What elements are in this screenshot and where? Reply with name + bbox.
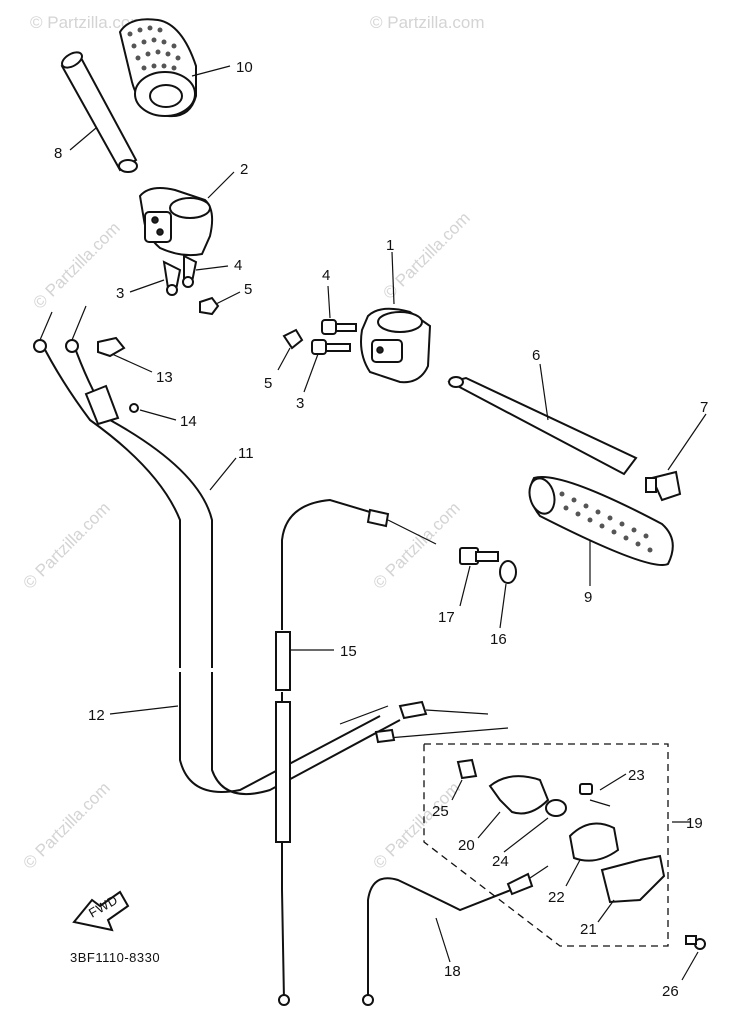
- locknut-part-16: [499, 560, 517, 584]
- callout-6: 6: [532, 347, 540, 364]
- callout-21: 21: [580, 921, 597, 938]
- callout-12: 12: [88, 707, 105, 724]
- callout-3: 3: [296, 395, 304, 412]
- callout-18: 18: [444, 963, 461, 980]
- callout-1: 1: [386, 237, 394, 254]
- callout-5: 5: [244, 281, 252, 298]
- bolt-part-26: [685, 935, 706, 950]
- callout-25: 25: [432, 803, 449, 820]
- callout-19: 19: [686, 815, 703, 832]
- switch-screws-3-4: [282, 319, 357, 355]
- watermark: © Partzilla.com: [30, 13, 145, 32]
- watermark: © Partzilla.com: [369, 778, 463, 872]
- callout-13: 13: [156, 369, 173, 386]
- watermark: © Partzilla.com: [19, 778, 113, 872]
- watermark: © Partzilla.com: [370, 13, 485, 32]
- callout-11: 11: [238, 445, 254, 462]
- callout-17: 17: [438, 609, 455, 626]
- callout-3: 3: [116, 285, 124, 302]
- watermark: © Partzilla.com: [19, 498, 113, 592]
- callout-5: 5: [264, 375, 272, 392]
- callout-4: 4: [234, 257, 242, 274]
- left-grip-part-9: [528, 476, 674, 566]
- bar-end-part-7: [645, 470, 682, 502]
- screw-part-14: [129, 403, 139, 413]
- callout-10: 10: [236, 59, 253, 76]
- callout-23: 23: [628, 767, 645, 784]
- housing-screws-3-4: [162, 254, 198, 296]
- throttle-grip-part-10: [118, 18, 197, 118]
- throttle-cables-part-11-12: [33, 305, 509, 795]
- leader-lines: [69, 65, 707, 981]
- callout-9: 9: [584, 589, 592, 606]
- cable-part-18: [362, 865, 549, 1006]
- watermark: © Partzilla.com: [29, 218, 123, 312]
- fwd-arrow-icon: FWD: [72, 890, 130, 932]
- callout-22: 22: [548, 889, 565, 906]
- callout-8: 8: [54, 145, 62, 162]
- assembly-box-part-19: [423, 743, 669, 947]
- diagram-code: 3BF1110-8330: [70, 950, 160, 965]
- callout-4: 4: [322, 267, 330, 284]
- watermarks: © Partzilla.com © Partzilla.com © Partzi…: [19, 13, 484, 873]
- callout-7: 7: [700, 399, 708, 416]
- callout-26: 26: [662, 983, 679, 1000]
- throttle-housing-part-2: [138, 187, 214, 257]
- cable-part-15: [275, 498, 437, 1006]
- callout-14: 14: [180, 413, 197, 430]
- handlebar-part-8: [60, 51, 138, 173]
- callout-15: 15: [340, 643, 357, 660]
- handlebar-tube-part-6: [447, 376, 638, 476]
- callouts: 10 8 2 3 4 5 4 1 5 3 6 7 13 14 11 9 17 1…: [54, 59, 708, 1000]
- callout-20: 20: [458, 837, 475, 854]
- switch-housing-part-1: [360, 307, 432, 384]
- callout-24: 24: [492, 853, 509, 870]
- callout-16: 16: [490, 631, 507, 648]
- nut-part-5-left: [199, 296, 220, 316]
- adjuster-part-17: [459, 547, 499, 565]
- callout-2: 2: [240, 161, 248, 178]
- cable-clip-part-13: [97, 336, 126, 358]
